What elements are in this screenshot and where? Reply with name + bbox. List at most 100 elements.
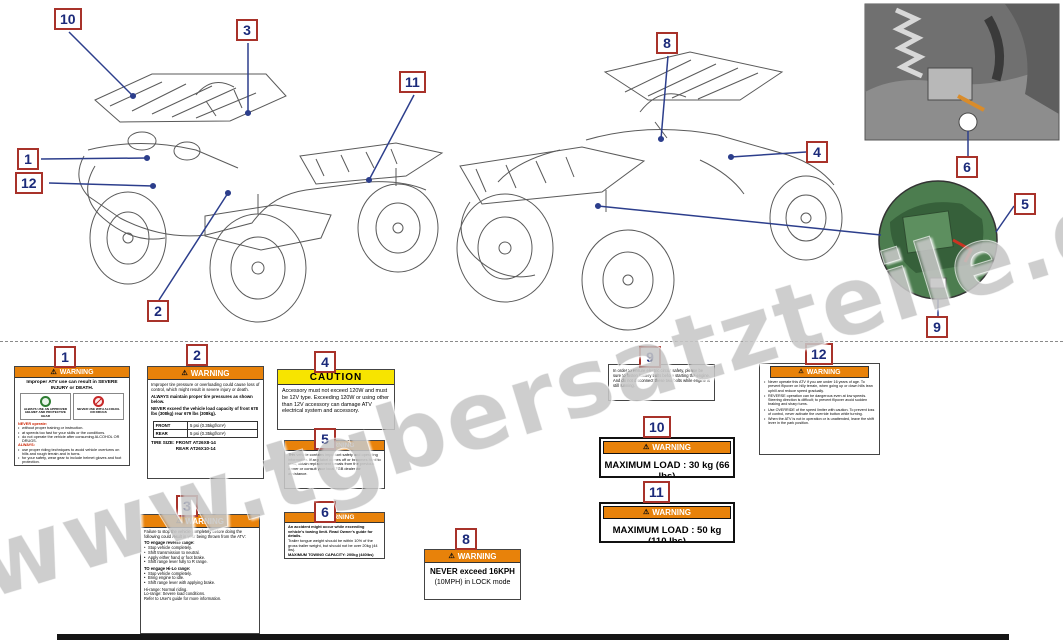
battery-photo-inset [878,180,998,300]
always-heading: ALWAYS: [18,443,35,448]
never-item: do not operate the vehicle after consumi… [18,435,126,444]
caution-label-4: CAUTION Accessory must not exceed 120W a… [277,369,395,430]
hilo-item: Shift range lever with applying brake. [144,580,256,586]
warning-label-2: ⚠ WARNING Improper tire pressure or over… [147,366,264,479]
label6-para3: MAXIMUM TOWING CAPACITY: 200kg (440lbs) [288,552,374,558]
pictogram-helmet: ALWAYS USE AN APPROVED HELMET AND PROTEC… [20,393,71,421]
warning-label-10: ⚠ WARNING MAXIMUM LOAD : 30 kg (66 lbs) [599,437,735,478]
label-number-6: 6 [314,501,336,523]
front-label-cell: FRONT [152,421,188,431]
tire-size-block: TIRE SIZE: FRONT AT26X8-14 TIRE SIZE: RE… [148,439,263,452]
reverse-item: Stop vehicle completely. [144,545,256,551]
label3-footer-line: Refer to User's guide for more informati… [144,596,222,602]
warning-header: ⚠ WARNING [148,367,263,380]
pictogram-caption: ALWAYS USE AN APPROVED HELMET AND PROTEC… [23,407,68,418]
warning-triangle-icon: ⚠ [798,369,804,375]
label2-para1: Improper tire pressure or overloading co… [151,382,260,393]
page-footer-bar [57,634,1009,640]
pictogram-caption: NEVER USE WITH ALCOHOL OR DRUGS [77,407,120,415]
always-item: for your safety, wear gear to include he… [18,456,126,465]
max-load-value: MAXIMUM LOAD : 50 kg (110 lbs) [612,525,722,543]
tire-pressure-table: FRONT 5 psi (0.35kgf/cm²) REAR 5 psi (0.… [152,421,259,439]
callout-5: 5 [1014,193,1036,215]
callout-11: 11 [399,71,426,93]
warning-header: ⚠ WARNING [141,515,259,528]
label-number-12: 12 [805,343,833,365]
caution-header-text: CAUTION [278,370,394,385]
label12-body: Never operate this ATV if you are under … [760,379,879,428]
label3-footer-line: Lo-range: Severe load conditions. [144,591,206,597]
callout-6: 6 [956,156,978,178]
section-divider [0,341,1063,342]
warning-header-text: WARNING [190,368,230,378]
callout-1: 1 [17,148,39,170]
suspension-photo-inset [864,3,1060,141]
label12-item: Never operate this ATV if you are under … [764,380,875,393]
label-number-3: 3 [176,495,198,517]
label9-text1: In order to ensure electric circuit safe… [613,368,710,379]
leader-lines [40,31,1015,316]
label2-para2: ALWAYS maintain proper tire pressures as… [151,394,253,405]
label-number-1: 1 [54,346,76,368]
label12-item: When the ATV is not in operation or is u… [764,417,875,426]
label6-body: An accident might occur while exceeding … [285,523,384,558]
warning-header-text: WARNING [59,368,94,376]
label-number-2: 2 [186,344,208,366]
table-row: FRONT 5 psi (0.35kgf/cm²) [152,421,259,431]
always-item: use proper riding techniques to avoid ve… [18,448,126,457]
helmet-required-icon [40,396,51,408]
never-heading: NEVER operate: [18,422,48,427]
reverse-heading: TO engage reverse range: [144,540,195,546]
warning-triangle-icon: ⚠ [176,517,183,525]
warning-label-3: ⚠ WARNING Failure to stop the vehicle co… [140,514,260,634]
label1-title: Improper ATV use can result in SEVERE IN… [26,380,118,391]
warning-triangle-icon: ⚠ [50,368,57,376]
label1-pictograms: ALWAYS USE AN APPROVED HELMET AND PROTEC… [15,392,129,421]
atv-location-diagram [40,3,1060,331]
label12-item: REVERSE operation can be dangerous even … [764,394,875,407]
label2-body: Improper tire pressure or overloading co… [148,380,263,420]
warning-header-text: WARNING [652,508,691,517]
warning-triangle-icon: ⚠ [448,552,455,560]
label3-body: Failure to stop the vehicle completely b… [141,528,259,604]
label6-para2: Trailer tongue weight should be within 1… [288,538,378,553]
atv-front-view-drawing [78,73,444,323]
label4-body: Accessory must not exceed 120W and must … [282,388,389,415]
pictogram-no-alcohol: NEVER USE WITH ALCOHOL OR DRUGS [73,393,124,421]
warning-header-text: WARNING [806,368,841,376]
callout-9: 9 [926,316,948,338]
callout-4: 4 [806,141,828,163]
label9-text2: And do not disconnect these two bolts wh… [613,378,710,389]
atv-rear-view-drawing [456,51,843,331]
tire-size-front: FRONT AT26X8-14 [175,440,216,446]
warning-header-text: WARNING [322,514,355,521]
warning-header: ⚠ WARNING [603,441,731,454]
label6-para1: An accident might occur while exceeding … [288,524,373,539]
warning-header-text: WARNING [322,442,355,449]
front-value-cell: 5 psi (0.35kgf/cm²) [186,421,259,431]
tire-size-rear: REAR AT26X10-14 [175,445,216,451]
label8-line2: (10MPH) in LOCK mode [434,579,511,586]
callout-2: 2 [147,300,169,322]
hilo-item: Stop vehicle completely. [144,571,256,577]
warning-header: ⚠ WARNING [425,550,520,563]
label1-body: NEVER operate: without proper training o… [15,421,129,465]
callout-3: 3 [236,19,258,41]
label-number-11: 11 [643,481,670,503]
label8-line1: NEVER exceed 16KPH [430,567,515,576]
label-number-5: 5 [314,428,336,450]
label12-item: Use OVERRIDE of the speed limiter with c… [764,408,875,417]
warning-header-text: WARNING [185,516,224,526]
warning-label-8: ⚠ WARNING NEVER exceed 16KPH (10MPH) in … [424,549,521,600]
warning-header: ⚠ WARNING [15,367,129,378]
warning-label-11: ⚠ WARNING MAXIMUM LOAD : 50 kg (110 lbs) [599,502,735,543]
never-item: at speeds too fast for your skills or th… [18,431,126,436]
warning-triangle-icon: ⚠ [643,509,650,516]
label-number-10: 10 [643,416,671,438]
warning-triangle-icon: ⚠ [181,369,188,377]
warning-header-text: WARNING [652,443,691,452]
rear-label-cell: REAR [152,429,188,439]
hilo-item: Bring engine to idle. [144,576,256,581]
rear-value-cell: 5 psi (0.35kgf/cm²) [186,429,259,439]
